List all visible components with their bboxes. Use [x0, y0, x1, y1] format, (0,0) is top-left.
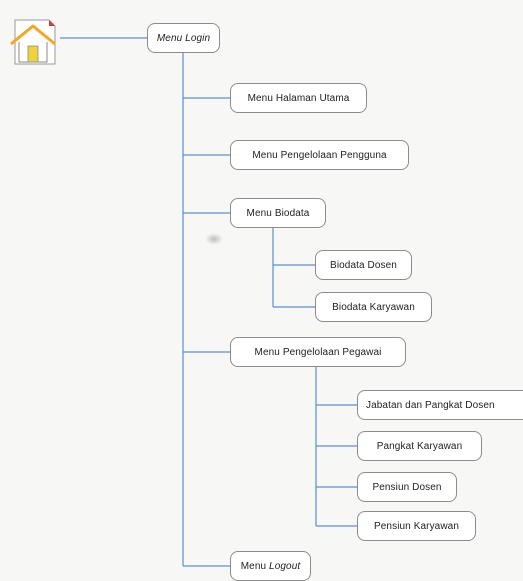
connector-group [60, 37, 357, 567]
node-menu-pengelolaan-pengguna: Menu Pengelolaan Pengguna [230, 140, 409, 170]
node-pensiun-dosen: Pensiun Dosen [357, 472, 457, 502]
node-menu-halaman-utama: Menu Halaman Utama [230, 83, 367, 113]
scan-smudge [205, 233, 223, 245]
node-pensiun-karyawan: Pensiun Karyawan [357, 511, 476, 541]
house-document-icon [10, 19, 56, 65]
node-pangkat-karyawan: Pangkat Karyawan [357, 431, 482, 461]
node-menu-login: Menu Login [147, 23, 220, 53]
node-menu-biodata: Menu Biodata [230, 198, 326, 228]
node-jabatan-pangkat-dosen: Jabatan dan Pangkat Dosen [357, 390, 523, 420]
node-menu-pengelolaan-pegawai: Menu Pengelolaan Pegawai [230, 337, 406, 367]
node-menu-logout-emph: Logout [269, 560, 301, 572]
node-biodata-karyawan: Biodata Karyawan [315, 292, 432, 322]
node-menu-login-emph: Login [185, 32, 211, 44]
node-biodata-dosen: Biodata Dosen [315, 250, 412, 280]
node-menu-logout-prefix: Menu [240, 560, 270, 572]
node-menu-logout: Menu Logout [230, 551, 311, 581]
node-menu-login-prefix: Menu [156, 32, 186, 44]
